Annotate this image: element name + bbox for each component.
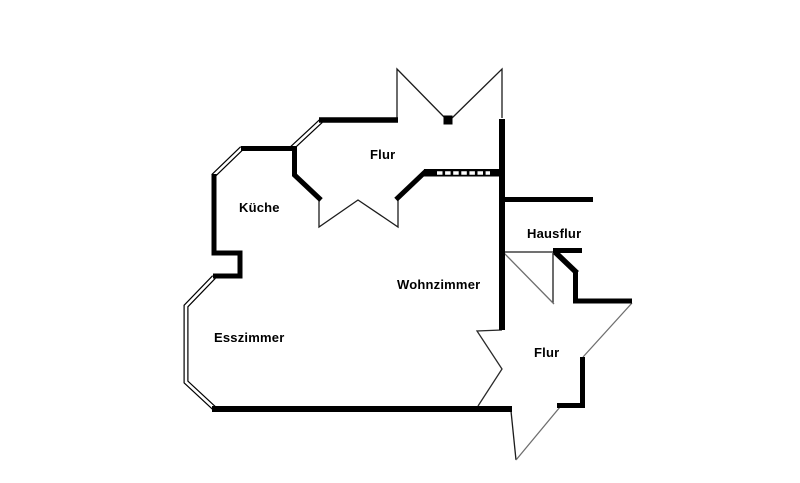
room-label-esszimmer: Esszimmer — [214, 330, 285, 345]
room-label-kueche: Küche — [239, 200, 280, 215]
room-label-wohnzimmer: Wohnzimmer — [397, 277, 481, 292]
door-post-square — [443, 115, 453, 125]
hatched-partition-bar — [424, 169, 504, 177]
door-swing-lines — [318, 67, 633, 461]
room-label-flur-top: Flur — [370, 147, 396, 162]
wall-lines — [211, 117, 632, 412]
window-lines — [183, 119, 323, 410]
room-label-flur-bottom: Flur — [534, 345, 560, 360]
room-label-hausflur: Hausflur — [527, 226, 582, 241]
